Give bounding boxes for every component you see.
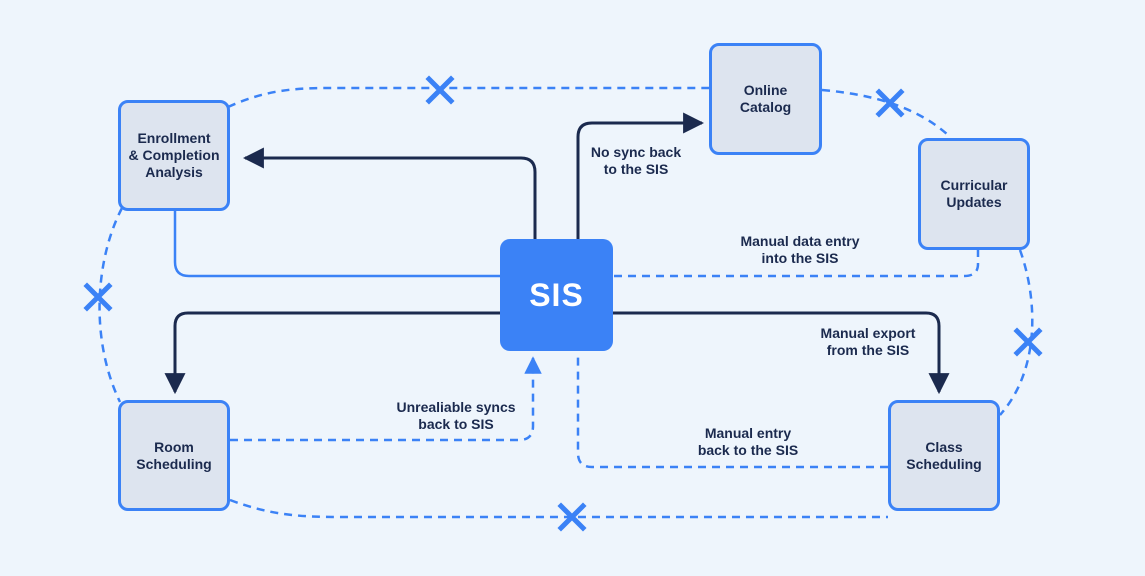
x-mark-icon [83,282,113,312]
label-no-sync: No sync back to the SIS [590,144,682,177]
label-manual-entry-back: Manual entry back to the SIS [697,425,799,458]
edge-sis-to-catalog [576,112,705,240]
ring-left [98,207,124,403]
x-mark-icon [1013,327,1043,357]
room-scheduling-node: Room Scheduling [118,400,230,511]
edge-room-to-sis [230,356,542,442]
ring-top-right [821,88,949,136]
edge-sis-to-class [612,311,950,395]
online-catalog-node: Online Catalog [709,43,822,155]
edge-sis-to-enrollment [242,147,537,240]
x-mark-icon [557,502,587,532]
label-manual-export: Manual export from the SIS [820,325,916,358]
label-unreliable-syncs: Unrealiable syncs back to SIS [396,399,516,432]
edge-class-to-sis [576,352,888,469]
label-manual-data-entry: Manual data entry into the SIS [740,233,860,266]
enrollment-completion-node: Enrollment & Completion Analysis [118,100,230,211]
edge-curricular-to-sis [613,249,980,278]
ring-top [227,86,710,109]
edge-sis-to-room [164,311,500,395]
curricular-updates-node: Curricular Updates [918,138,1030,250]
class-scheduling-node: Class Scheduling [888,400,1000,511]
ring-bottom [229,498,888,519]
x-mark-icon [425,75,455,105]
sis-center-node: SIS [500,239,613,351]
edge-enrollment-to-sis [173,210,500,278]
ring-right [999,249,1034,416]
x-mark-icon [875,88,905,118]
